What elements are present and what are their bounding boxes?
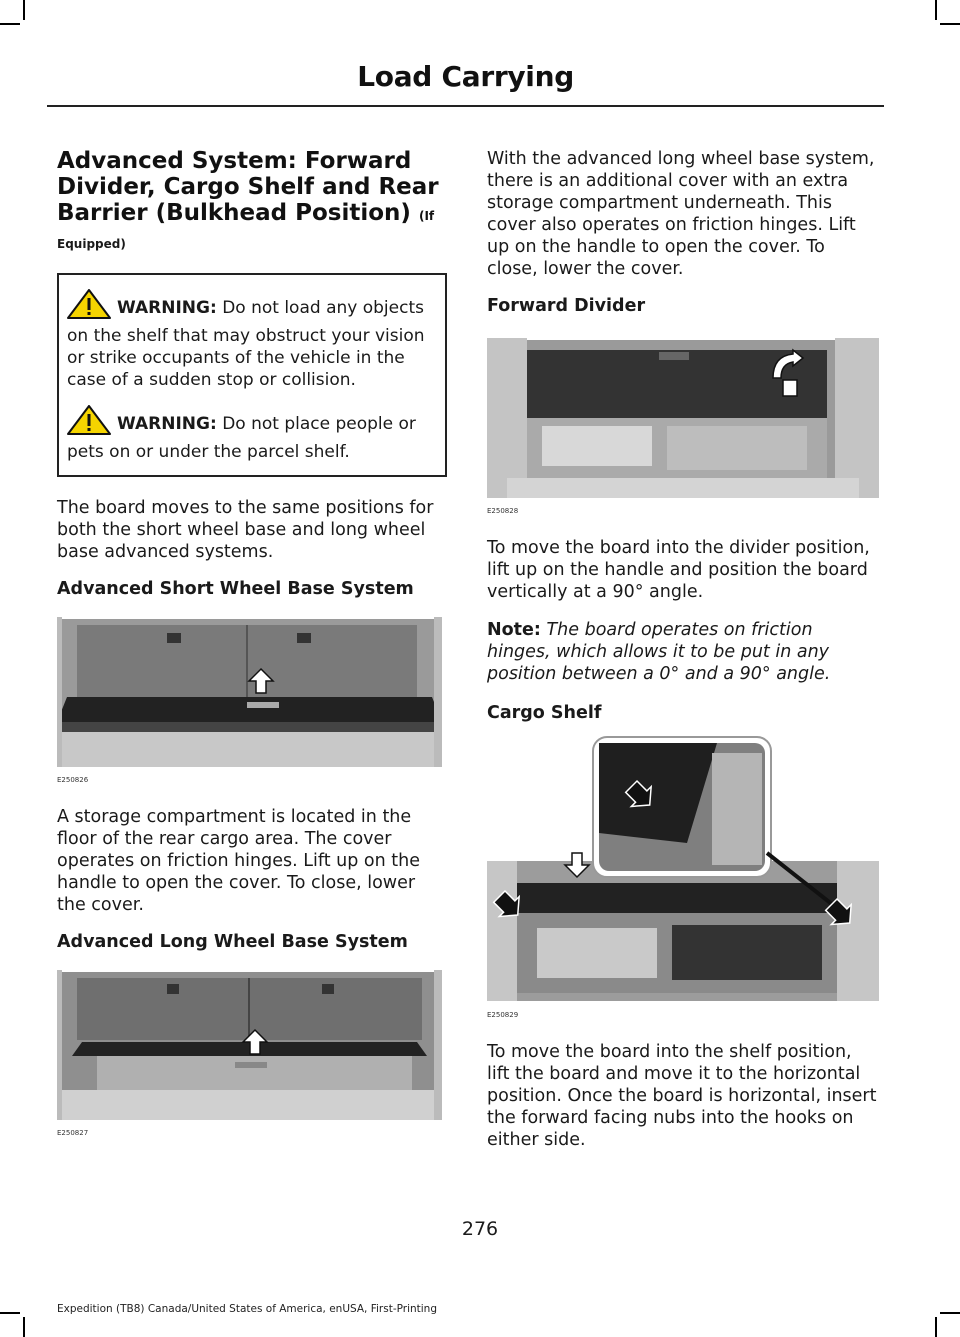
section-title-text: Advanced System: Forward Divider, Cargo … (57, 148, 439, 226)
section-equipped: Equipped) (57, 237, 126, 251)
figure-code: E250826 (57, 776, 89, 784)
pointer-arrow-icon (824, 897, 853, 926)
pointer-arrow-icon (624, 779, 653, 808)
cargo-shelf-text: To move the board into the shelf positio… (487, 1042, 877, 1150)
warning-label: WARNING: (117, 414, 217, 434)
short-wheel-base-figure: E250826 (57, 617, 447, 784)
note: Note: The board operates on friction hin… (487, 619, 879, 685)
intro-paragraph: The board moves to the same positions fo… (57, 498, 434, 562)
note-text: The board operates on friction hinges, w… (487, 620, 831, 684)
warning-triangle-icon (67, 289, 111, 325)
crop-mark (0, 1312, 20, 1314)
page-number: 276 (461, 1218, 499, 1240)
header-rule (47, 105, 884, 107)
forward-divider-figure: E250828 (487, 338, 879, 515)
up-arrow-icon (247, 667, 275, 694)
short-wheel-base-text: A storage compartment is located in the … (57, 807, 420, 915)
down-arrow-icon (563, 852, 591, 879)
rotate-arrow-icon (772, 348, 805, 397)
warning-box: WARNING: Do not load any objects on the … (57, 273, 447, 477)
warning-1: WARNING: Do not load any objects on the … (67, 289, 437, 391)
crop-mark (935, 1317, 937, 1337)
warning-label: WARNING: (117, 298, 217, 318)
section-if-text: (If (418, 209, 435, 223)
section-title: Advanced System: Forward Divider, Cargo … (57, 148, 447, 229)
left-column: Advanced System: Forward Divider, Cargo … (57, 148, 447, 1159)
crop-mark (0, 23, 20, 25)
long-wheel-base-text: With the advanced long wheel base system… (487, 149, 875, 279)
forward-divider-heading: Forward Divider (487, 296, 646, 316)
long-wheel-base-heading: Advanced Long Wheel Base System (57, 932, 408, 952)
divider-illustration (487, 338, 879, 498)
page-header-title: Load Carrying (357, 60, 574, 93)
pointer-arrow-icon (492, 889, 521, 918)
figure-code: E250828 (487, 507, 519, 515)
shelf-illustration (487, 733, 879, 1013)
warning-triangle-icon (67, 405, 111, 441)
crop-mark (935, 0, 937, 20)
cargo-shelf-heading: Cargo Shelf (487, 703, 602, 723)
figure-code: E250827 (57, 1129, 89, 1137)
figure-code: E250829 (487, 1011, 519, 1019)
crop-mark (23, 1317, 25, 1337)
right-column: With the advanced long wheel base system… (487, 148, 879, 1167)
warning-2: WARNING: Do not place people or pets on … (67, 405, 437, 463)
forward-divider-text: To move the board into the divider posit… (487, 538, 870, 602)
cargo-area-illustration (57, 970, 442, 1120)
footer-text: Expedition (TB8) Canada/United States of… (57, 1303, 438, 1315)
note-label: Note: (487, 620, 541, 640)
crop-mark (23, 0, 25, 20)
short-wheel-base-heading: Advanced Short Wheel Base System (57, 579, 414, 599)
cargo-shelf-figure: E250829 (487, 733, 879, 1019)
crop-mark (940, 23, 960, 25)
up-arrow-icon (241, 1028, 269, 1055)
cargo-area-illustration (57, 617, 442, 767)
crop-mark (940, 1312, 960, 1314)
warning-text: Do not load any objects on the shelf tha… (67, 298, 425, 390)
warning-text: Do not place people or pets on or under … (67, 414, 416, 462)
long-wheel-base-figure: E250827 (57, 970, 447, 1137)
